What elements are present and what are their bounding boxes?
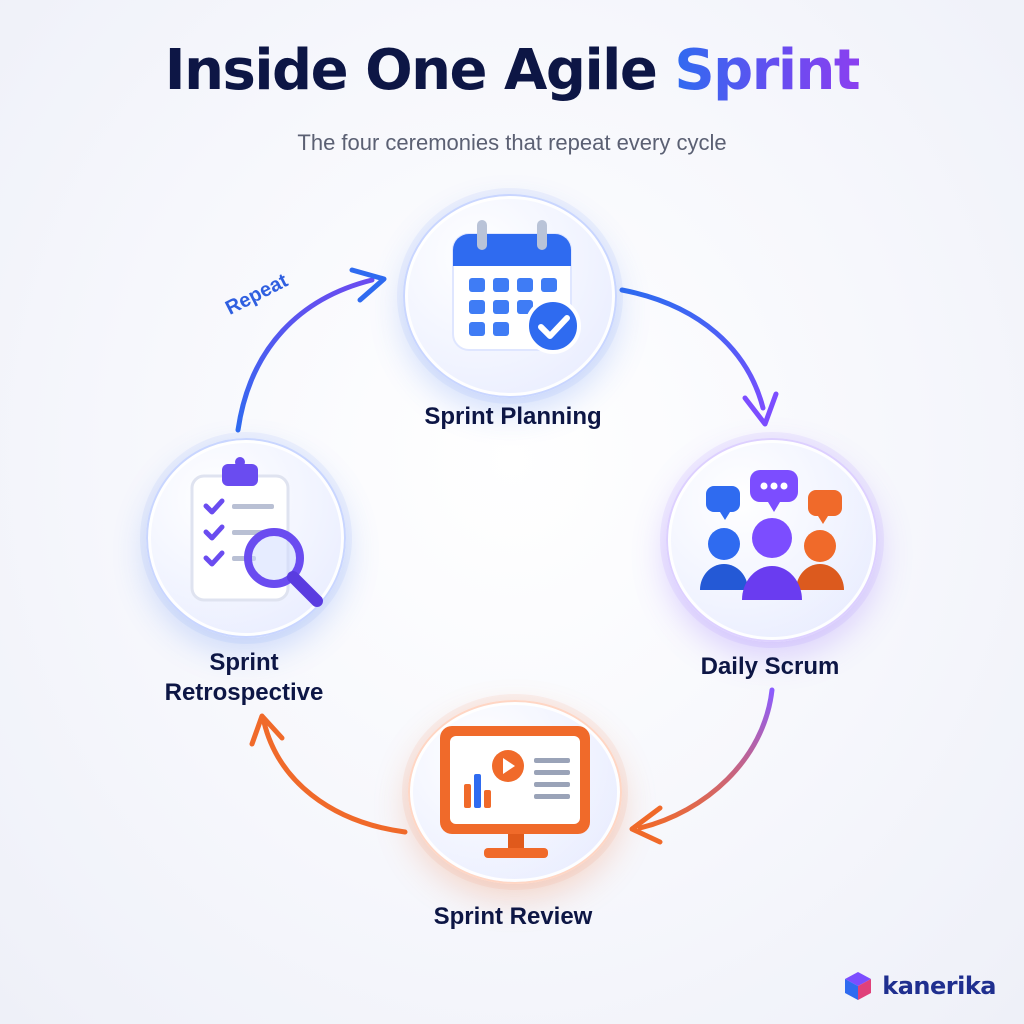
retro-label-line1: Sprint	[209, 649, 279, 676]
arrowhead-to-review	[629, 805, 663, 845]
brand-logo: kanerika	[842, 970, 996, 1002]
arrow-retro-to-planning	[235, 277, 375, 433]
arrow-planning-to-scrum	[619, 287, 766, 411]
arrow-review-to-retro	[261, 719, 408, 835]
sprint-review-node	[408, 700, 622, 884]
team-chat-icon	[700, 470, 844, 600]
title-main: Inside One Agile	[164, 38, 658, 103]
cube-logo-icon	[845, 972, 872, 1000]
retro-label-line2: Retrospective	[164, 679, 324, 706]
sprint-planning-label: Sprint Planning	[424, 403, 602, 430]
arrowhead-to-planning	[349, 267, 387, 303]
sprint-retrospective-label: Sprint Retrospective	[132, 648, 356, 708]
page-title: Inside One Agile Sprint	[0, 38, 1024, 103]
daily-scrum-node	[666, 438, 878, 642]
page-subtitle: The four ceremonies that repeat every cy…	[297, 130, 727, 155]
brand-name: kanerika	[882, 972, 996, 1000]
arrowhead-to-scrum	[742, 391, 779, 427]
sprint-planning-node	[403, 194, 617, 398]
arrowhead-to-retro	[249, 713, 285, 747]
daily-scrum-label: Daily Scrum	[700, 653, 840, 680]
arrow-scrum-to-review	[637, 687, 775, 831]
monitor-presentation-icon	[440, 726, 590, 858]
checklist-magnifier-icon	[190, 457, 323, 607]
title-accent: Sprint	[674, 38, 860, 103]
calendar-check-icon	[452, 220, 581, 354]
sprint-review-label: Sprint Review	[433, 903, 593, 930]
sprint-retrospective-node	[146, 438, 346, 638]
